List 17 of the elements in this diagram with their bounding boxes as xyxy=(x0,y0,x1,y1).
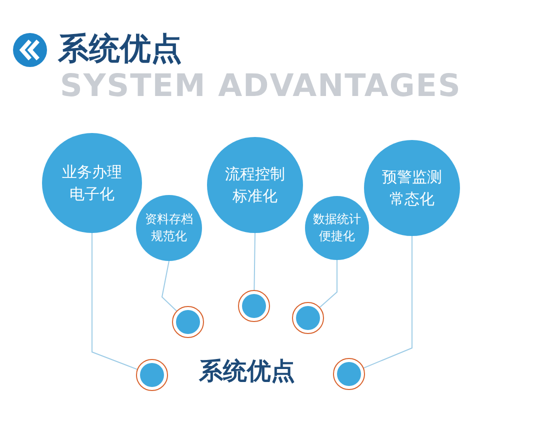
center-label: 系统优点 xyxy=(199,356,295,386)
node-label: 数据统计便捷化 xyxy=(312,211,362,245)
node-label: 业务办理电子化 xyxy=(61,162,123,205)
node-label: 预警监测常态化 xyxy=(381,167,443,210)
ringed-dot xyxy=(136,359,168,391)
ringed-dot xyxy=(238,290,270,322)
ringed-dot xyxy=(292,302,324,334)
connector-line xyxy=(254,232,256,290)
connector-line xyxy=(319,260,338,308)
ringed-dot xyxy=(333,358,365,390)
connector-line xyxy=(92,232,138,370)
title: 系统优点 xyxy=(58,30,182,68)
node-label: 资料存档规范化 xyxy=(144,211,194,245)
node-label: 流程控制标准化 xyxy=(224,164,286,207)
ringed-dot xyxy=(172,306,204,338)
connector-line xyxy=(161,260,177,312)
connector-line xyxy=(363,236,412,368)
